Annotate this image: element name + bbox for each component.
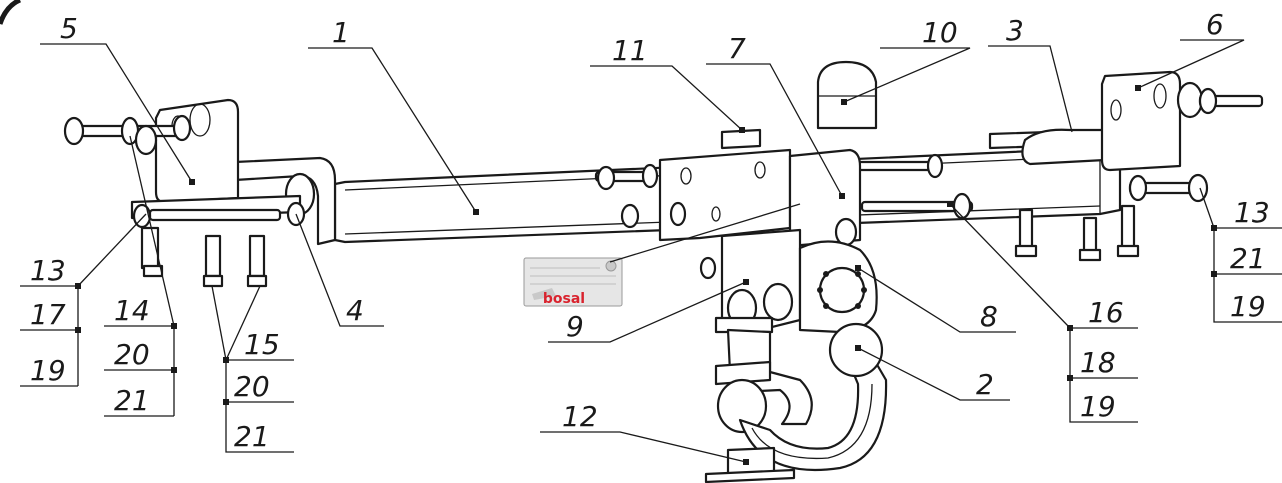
type-plate: bosal [523,257,623,307]
callout-left-a-3: 19 [30,354,66,387]
callout-labels: 5 1 11 7 10 3 6 4 9 8 2 12 13 17 19 14 2… [30,8,1270,453]
callout-left-b-1: 14 [114,294,150,327]
callout-right-b-1: 13 [1234,196,1270,229]
type-plate-brand: bosal [543,291,585,307]
callout-right-a-2: 18 [1080,346,1116,379]
callout-left-c-3: 21 [234,420,270,453]
callout-10: 10 [922,16,958,49]
left-bolt-set [63,114,306,288]
callout-left-b-2: 20 [114,338,150,371]
callout-left-a-1: 13 [30,254,66,287]
callout-right-b-2: 21 [1230,242,1266,275]
callout-8: 8 [980,300,998,333]
right-bolt-set [838,153,1209,220]
frame-corner [0,0,22,25]
callout-1: 1 [332,16,350,49]
bottom-step-plate [704,446,796,483]
callout-11: 11 [612,34,648,67]
small-cover [720,128,762,150]
right-side-bracket [988,70,1264,262]
callout-left-c-2: 20 [234,370,270,403]
callout-5: 5 [60,12,78,45]
callout-7: 7 [728,32,746,65]
callout-2: 2 [976,368,994,401]
callout-9: 9 [566,310,584,343]
callout-right-b-3: 19 [1230,290,1266,323]
socket-cap [816,60,878,130]
callout-leaders [20,39,1282,465]
callout-3: 3 [1006,14,1024,47]
callout-right-a-3: 19 [1080,390,1116,423]
callout-12: 12 [562,400,598,433]
callout-left-b-3: 21 [114,384,150,417]
hitch-housing [714,228,878,334]
callout-right-a-1: 16 [1088,296,1124,329]
callout-4: 4 [346,294,364,327]
callout-left-c-1: 15 [244,328,280,361]
callout-6: 6 [1206,8,1224,41]
callout-left-a-2: 17 [30,298,66,331]
left-side-bracket [130,98,337,246]
